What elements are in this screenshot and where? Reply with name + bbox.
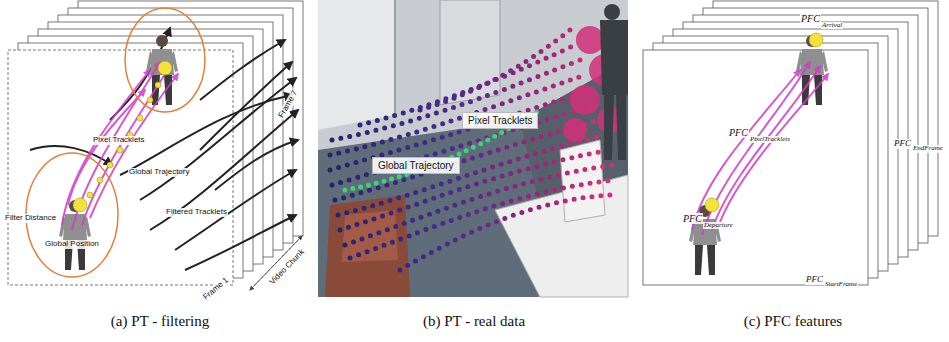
annotation-label-holder: Global Trajectory	[372, 155, 460, 174]
feature-label-holder: PFC	[893, 132, 912, 150]
feature-subscript-holder: PixelTracklets	[749, 127, 791, 145]
subfigure-caption: (b) PT - real data	[423, 313, 525, 330]
annotation-label-holder: Global Position	[44, 232, 100, 250]
annotation-label: Pixel Tracklets	[462, 112, 538, 129]
feature-subscript: Departure	[703, 222, 734, 230]
subfigure-caption: (a) PT - filtering	[111, 313, 209, 330]
feature-label-holder: PFC	[800, 8, 821, 26]
annotation-label: Pixel Tracklets	[92, 136, 146, 145]
annotation-label: Filtered Tracklets	[165, 208, 228, 217]
feature-label: PFC	[728, 127, 749, 138]
feature-subscript-holder: EndFrame	[912, 136, 944, 154]
feature-label: PFC	[682, 213, 703, 224]
annotation-label: Global Trajectory	[372, 157, 460, 174]
annotation-label-holder: Filter Distance	[4, 206, 57, 224]
feature-subscript: Arrival	[821, 22, 843, 30]
feature-label-holder: PFC	[805, 268, 824, 286]
feature-subscript-holder: Arrival	[821, 13, 843, 31]
annotation-label: Filter Distance	[4, 214, 57, 223]
subfigure-caption-holder: (b) PT - real data	[423, 312, 525, 330]
feature-label-holder: PFC	[682, 208, 703, 226]
subfigure-caption-holder: (a) PT - filtering	[111, 312, 209, 330]
feature-subscript-holder: StartFrame	[824, 272, 858, 290]
subfigure-caption: (c) PFC features	[744, 313, 842, 330]
annotation-label-holder: Pixel Tracklets	[92, 128, 146, 146]
feature-label: PFC	[800, 13, 821, 24]
feature-subscript: PixelTracklets	[749, 136, 791, 144]
feature-subscript: StartFrame	[824, 281, 858, 289]
feature-label: PFC	[805, 275, 824, 285]
annotation-label-holder: Pixel Tracklets	[462, 110, 538, 129]
subfigure-caption-holder: (c) PFC features	[744, 312, 842, 330]
annotation-label: Global Position	[44, 240, 100, 249]
feature-label: PFC	[893, 139, 912, 149]
feature-label-holder: PFC	[728, 122, 749, 140]
annotation-label-holder: Global Trajectory	[128, 160, 190, 178]
annotation-label-holder: Filtered Tracklets	[165, 200, 228, 218]
feature-subscript-holder: Departure	[703, 213, 734, 231]
feature-subscript: EndFrame	[912, 145, 944, 153]
annotation-label: Video Chunk	[268, 247, 307, 287]
annotation-label: Global Trajectory	[128, 168, 190, 177]
